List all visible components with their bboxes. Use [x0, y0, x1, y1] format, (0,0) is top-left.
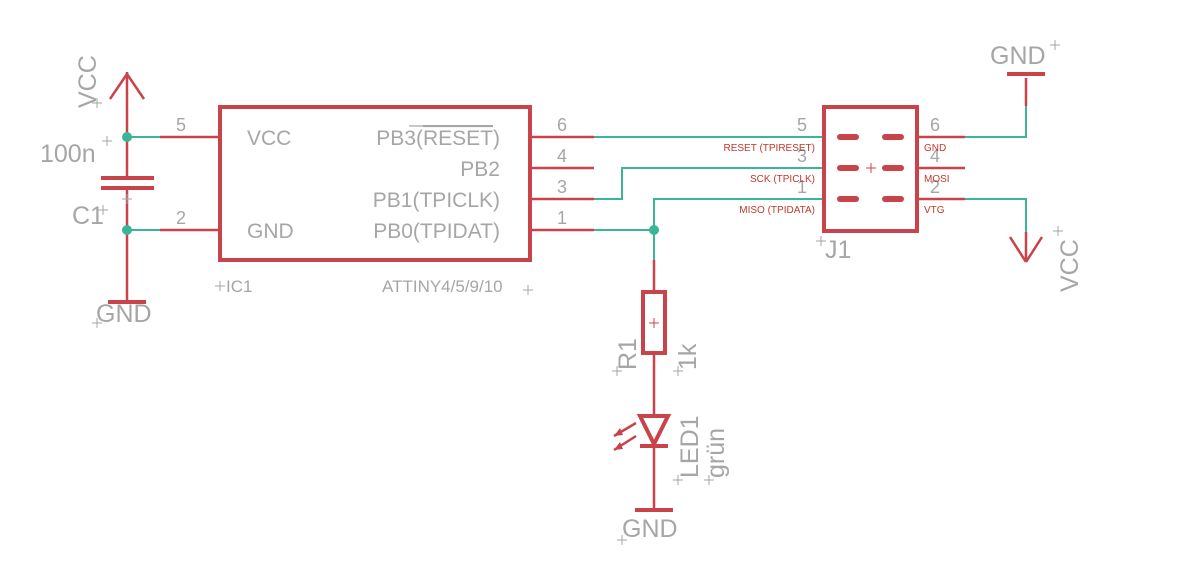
j1-name: J1 [825, 236, 851, 264]
connector-j1: 5 3 1 6 4 2 RESET (TPIRESET) SCK (TPICLK… [724, 105, 965, 264]
ic-pin-label: GND [247, 220, 294, 243]
j1-pin-number: 5 [797, 115, 807, 135]
ic-pin-label: PB0(TPIDAT) [373, 220, 500, 243]
junction-vcc [122, 132, 132, 142]
ic-pin-number: 6 [557, 115, 567, 135]
ic-name: IC1 [226, 277, 252, 296]
j1-pin-label: GND [924, 143, 946, 154]
ic-pin-label: VCC [247, 127, 291, 150]
vcc-label-left: VCC [74, 55, 102, 108]
ic-pin-number: 5 [176, 115, 186, 135]
ic-pin-number: 1 [557, 208, 567, 228]
j1-pin-number: 6 [930, 115, 940, 135]
j1-pin-number: 1 [797, 177, 807, 197]
led-led1: LED1 grün [613, 414, 730, 508]
wire-j1-vtg [965, 198, 1027, 232]
resistor-value: 1k [674, 343, 702, 370]
gnd-supply-left: GND [92, 230, 152, 328]
resistor-name: R1 [614, 338, 642, 370]
ic-pin-number: 3 [557, 177, 567, 197]
wire-miso [594, 198, 824, 231]
vcc-supply-left: VCC [74, 55, 146, 137]
vcc-supply-right: VCC [1008, 226, 1084, 292]
wire-sck [594, 167, 824, 200]
led-value: grün [702, 428, 730, 478]
j1-pin-label: RESET (TPIRESET) [724, 143, 816, 154]
led-name: LED1 [676, 415, 704, 478]
capacitor-name: C1 [72, 202, 104, 230]
ic-attiny: 5 2 VCC GND 6 4 3 1 PB3(RESET) PB2 PB1(T… [160, 105, 594, 296]
resistor-r1: R1 1k [612, 260, 702, 416]
j1-pin-label: MOSI [924, 174, 950, 185]
gnd-supply-bottom: GND [617, 508, 678, 545]
ic-value: ATTINY4/5/9/10 [382, 277, 503, 296]
junction-gnd [122, 225, 132, 235]
gnd-label-left: GND [96, 300, 152, 328]
gnd-label-bottom: GND [622, 515, 678, 543]
capacitor-c1: 100n C1 [40, 136, 154, 230]
j1-pin-number: 4 [930, 146, 940, 166]
j1-pin-number: 2 [930, 177, 940, 197]
j1-pin-label: SCK (TPICLK) [750, 174, 815, 185]
gnd-label-top-right: GND [990, 42, 1046, 70]
ic-pin-number: 4 [557, 146, 567, 166]
ic-pin-number: 2 [176, 208, 186, 228]
ic-pin-label-reset: PB3(RESET) [376, 127, 500, 150]
wire-j1-gnd [965, 78, 1027, 138]
j1-pin-label: VTG [924, 205, 945, 216]
capacitor-value: 100n [40, 140, 96, 168]
gnd-supply-top-right: GND [990, 40, 1060, 106]
ic-pin-label: PB2 [460, 158, 500, 181]
ic-pin-label: PB1(TPICLK) [373, 189, 500, 212]
vcc-label-right: VCC [1056, 239, 1084, 292]
j1-pin-number: 3 [797, 146, 807, 166]
j1-pin-label: MISO (TPIDATA) [739, 205, 815, 216]
